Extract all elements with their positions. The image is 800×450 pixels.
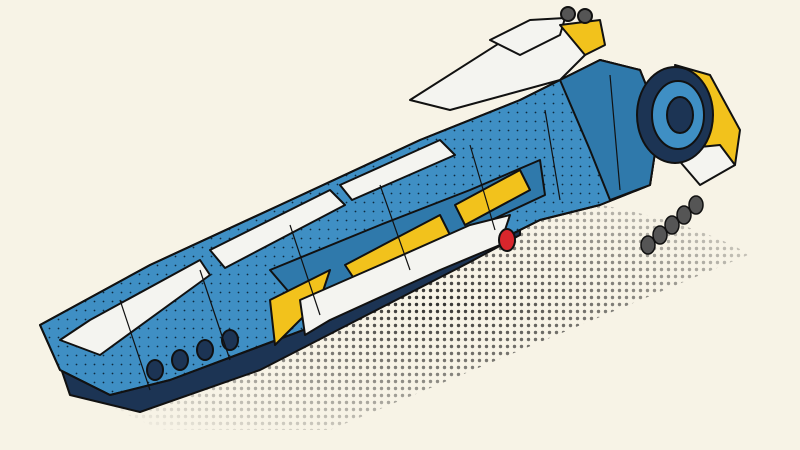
rear-engine-ring [636,66,714,164]
undercarriage-coil [640,195,704,255]
main-hull [39,59,661,396]
thruster-icon [498,228,516,252]
nose-portholes [146,329,239,381]
white-spine-panels [59,17,586,356]
panel-lines [119,74,621,391]
top-antennae [560,6,593,24]
